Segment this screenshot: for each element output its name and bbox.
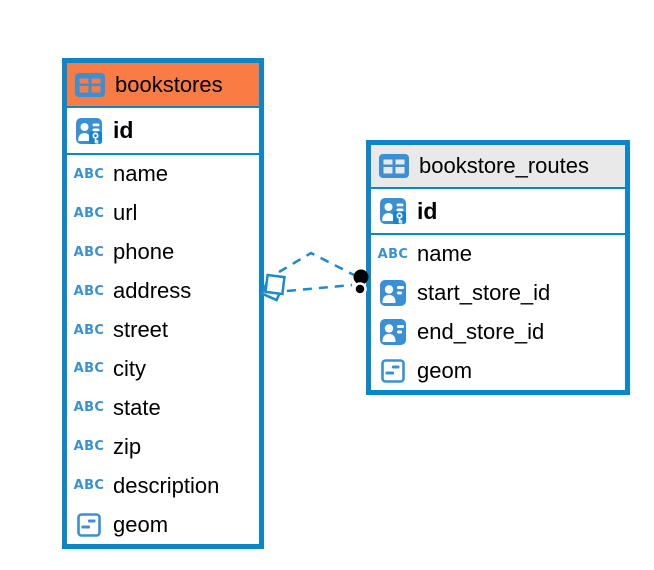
- person-card-icon: [378, 280, 408, 307]
- column-row[interactable]: ABC street: [67, 311, 259, 350]
- primary-key-name: id: [113, 117, 134, 143]
- table-title: bookstores: [115, 71, 223, 97]
- column-row[interactable]: ABC name: [371, 235, 625, 274]
- text-type-icon: ABC: [73, 439, 105, 455]
- column-row[interactable]: ABC url: [67, 194, 259, 233]
- column-row[interactable]: ABC zip: [67, 427, 259, 466]
- column-name: geom: [113, 511, 169, 537]
- relationship-line-lower[interactable]: [286, 283, 353, 293]
- column-name: state: [113, 394, 161, 420]
- column-name: url: [113, 200, 138, 226]
- column-row[interactable]: ABC name: [67, 155, 259, 194]
- many-end-stacked-diamond-icon: [260, 273, 286, 302]
- column-row[interactable]: geom: [67, 505, 259, 544]
- primary-key-name: id: [417, 197, 438, 224]
- column-name: description: [113, 472, 220, 498]
- column-name: city: [113, 355, 146, 381]
- column-name: end_store_id: [417, 318, 545, 344]
- table-grid-icon: [379, 154, 409, 178]
- table-node-bookstores[interactable]: bookstores id ABC name ABC ur: [62, 58, 264, 549]
- text-type-icon: ABC: [377, 246, 409, 262]
- column-row[interactable]: geom: [371, 351, 625, 390]
- text-type-icon: ABC: [73, 205, 105, 221]
- text-type-icon: ABC: [73, 283, 105, 299]
- geometry-square-dash-icon: [74, 512, 104, 537]
- column-name: name: [417, 241, 473, 267]
- relationship-line-upper[interactable]: [278, 251, 355, 277]
- geometry-square-dash-icon: [378, 358, 408, 383]
- column-name: phone: [113, 239, 175, 265]
- primary-key-row[interactable]: id: [67, 108, 259, 155]
- text-type-icon: ABC: [73, 244, 105, 260]
- column-name: name: [113, 161, 169, 187]
- column-row[interactable]: ABC state: [67, 388, 259, 427]
- column-list: ABC name ABC url ABC phone ABC address A…: [67, 155, 259, 544]
- text-type-icon: ABC: [73, 322, 105, 338]
- column-name: geom: [417, 357, 473, 383]
- column-row[interactable]: end_store_id: [371, 313, 625, 352]
- column-row[interactable]: ABC address: [67, 272, 259, 311]
- column-name: start_store_id: [417, 280, 551, 306]
- column-row[interactable]: start_store_id: [371, 274, 625, 313]
- table-title: bookstore_routes: [419, 153, 589, 178]
- person-key-icon: [378, 198, 408, 224]
- column-row[interactable]: ABC city: [67, 350, 259, 389]
- table-node-bookstore-routes[interactable]: bookstore_routes id ABC name: [366, 140, 630, 395]
- column-row[interactable]: ABC phone: [67, 233, 259, 272]
- column-list: ABC name start_store_id: [371, 235, 625, 390]
- person-key-icon: [74, 117, 104, 144]
- text-type-icon: ABC: [73, 166, 105, 182]
- column-row[interactable]: ABC description: [67, 466, 259, 505]
- text-type-icon: ABC: [73, 400, 105, 416]
- column-name: street: [113, 317, 169, 343]
- primary-key-row[interactable]: id: [371, 189, 625, 235]
- column-name: address: [113, 278, 192, 304]
- person-card-icon: [378, 318, 408, 345]
- text-type-icon: ABC: [73, 478, 105, 494]
- table-grid-icon: [75, 72, 105, 97]
- column-name: zip: [113, 433, 142, 459]
- text-type-icon: ABC: [73, 361, 105, 377]
- table-header-bookstores[interactable]: bookstores: [67, 63, 259, 108]
- table-header-bookstore-routes[interactable]: bookstore_routes: [371, 145, 625, 189]
